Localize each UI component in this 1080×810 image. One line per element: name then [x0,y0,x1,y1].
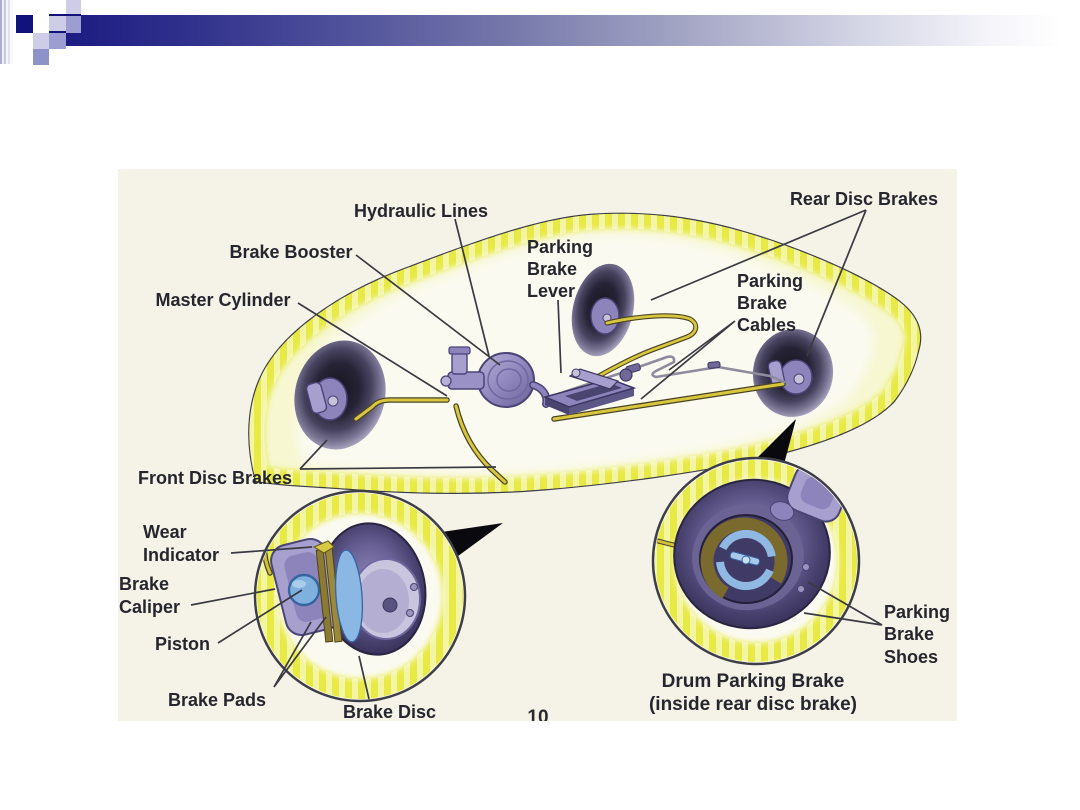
hydraulic-line-rear [552,382,785,421]
wheel-front-left-caliper [305,381,328,414]
hydraulic-line-rear-left [588,314,698,383]
label-brake-booster: Brake Booster [229,242,352,262]
pointer-parking-brake-cables [640,320,736,400]
label-piston: Piston [155,634,210,654]
label-brake-pads: Brake Pads [168,690,266,710]
label-parking-brake-lever-line1: Parking [527,237,593,257]
master-cylinder-port [440,375,452,387]
label-parking-brake-cables-line2: Brake [737,293,787,313]
pointer-wear-indicator [230,546,313,554]
label-brake-caliper: Brake Caliper [119,574,180,617]
brake-disc-hub [382,597,398,613]
pointer-master-cylinder [297,302,448,397]
shoe-pivot [741,555,751,565]
master-cylinder-body [447,371,485,390]
label-parking-brake-shoes-line2: Brake [884,624,934,644]
label-parking-brake-shoes: Parking Brake Shoes [884,602,950,667]
label-drum-parking-brake-line2: (inside rear disc brake) [649,694,857,715]
label-drum-parking-brake-line1: Drum Parking Brake [662,671,845,692]
pointer-hydraulic-lines [454,218,490,357]
brake-system-svg: Hydraulic Lines Brake Booster Master Cyl… [119,189,950,721]
label-parking-brake-shoes-line1: Parking [884,602,950,622]
label-parking-brake-shoes-line3: Shoes [884,647,938,667]
cable-guide [619,368,633,382]
pointer-parking-brake-shoes [803,581,883,626]
parking-brake-lever-assembly [542,368,637,415]
header-stripe-strip [0,0,15,64]
pointer-front-disc-brakes [299,439,497,470]
inset-left-glow-ribs [257,493,463,699]
deco-square-mid-3 [33,49,49,65]
label-brake-disc: Brake Disc [343,702,436,721]
label-parking-brake-cables-line1: Parking [737,271,803,291]
label-parking-brake-lever-line2: Brake [527,259,577,279]
drum-stud-2 [797,585,805,593]
label-hydraulic-lines: Hydraulic Lines [354,201,488,221]
label-brake-caliper-line2: Caliper [119,597,180,617]
pointer-brake-caliper [190,588,276,606]
lever-base-front [569,388,634,415]
wear-indicator-tab [312,540,335,554]
label-brake-caliper-line1: Brake [119,574,169,594]
inset-front-disc-brake [253,489,467,703]
wheel-front-left-hub [327,395,339,407]
inset-drum-parking-brake [651,456,861,666]
brake-booster-ring-1 [487,360,529,400]
deco-square-navy [16,15,33,33]
wheel-rear-right-hub [793,373,805,385]
label-wear-indicator: Wear Indicator [143,522,219,565]
brake-disc-face-shade [357,569,409,633]
label-wear-indicator-line2: Indicator [143,545,219,565]
deco-square-mid-2 [49,33,66,49]
pointer-piston [217,589,303,644]
hydraulic-line-front-left [354,398,449,421]
label-rear-disc-brakes: Rear Disc Brakes [790,189,938,209]
hydraulic-lines [353,313,786,485]
wheel-rear-left [571,263,635,357]
inset-right-glow-ribs [655,460,857,662]
brake-booster-ring-2 [496,368,522,392]
lever-base-side [545,397,569,415]
pointer-rear-disc-brakes [650,209,867,357]
lever-grip [571,368,581,378]
master-cylinder-cap [448,346,471,355]
deco-square-light-2 [66,0,81,15]
parking-brake-cable-path [562,355,786,394]
deco-line-top [49,14,81,16]
deco-square-light-1 [49,15,66,33]
brake-system-diagram: Hydraulic Lines Brake Booster Master Cyl… [118,169,957,721]
wheel-stud-2 [406,609,414,617]
label-master-cylinder: Master Cylinder [155,290,290,310]
label-front-disc-brakes: Front Disc Brakes [138,468,292,488]
piston-highlight [292,580,306,588]
header-gradient-bar [66,15,1062,46]
deco-square-light-3 [33,33,49,49]
piston-component [287,573,321,607]
cable-clamp-2 [707,361,721,369]
wheel-rear-right [752,329,834,417]
pointer-brake-disc [358,655,370,700]
drum-stud-1 [802,563,810,571]
label-wear-indicator-line1: Wear [143,522,187,542]
label-drum-parking-brake: Drum Parking Brake (inside rear disc bra… [649,671,857,715]
pointer-brake-booster [355,254,501,366]
wheel-front-left [294,340,386,450]
drum-band [700,517,788,605]
deco-square-mid-1 [66,15,81,33]
wheel-stud-1 [410,583,418,591]
label-parking-brake-lever: Parking Brake Lever [527,237,593,301]
brake-pad-backing [334,549,364,643]
label-parking-brake-lever-line3: Lever [527,281,575,301]
deco-line-bottom [49,31,66,33]
parking-brake-shoes-component [716,530,776,590]
pointer-brake-pads [273,616,327,688]
rear-caliper-knuckle [769,501,795,521]
pointer-parking-brake-lever [557,299,562,374]
label-parking-brake-cables-line3: Cables [737,315,796,335]
label-parking-brake-cables: Parking Brake Cables [737,271,803,335]
master-cylinder-reservoir [451,352,468,375]
hydraulic-line-front-right [454,404,507,484]
page-number: 10 [527,707,548,721]
